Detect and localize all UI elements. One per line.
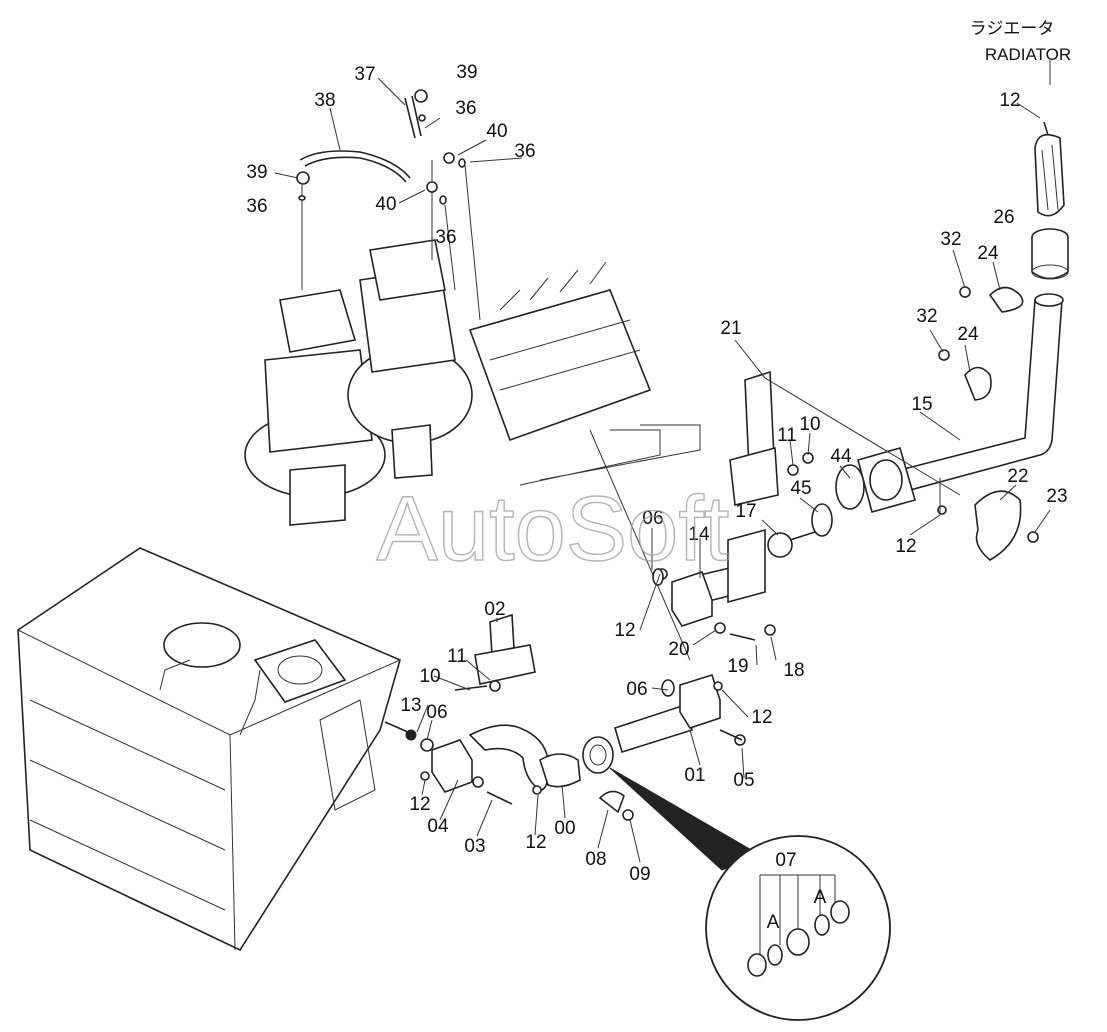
tube-01	[614, 673, 721, 754]
callout-44: 44	[830, 446, 852, 467]
fasteners	[296, 89, 1039, 821]
clamp-08	[598, 790, 625, 814]
callout-32: 32	[916, 306, 937, 327]
callout-12: 12	[751, 707, 772, 728]
callout-23: 23	[1046, 486, 1067, 507]
callout-03: 03	[464, 836, 485, 857]
radiator-hose	[1034, 121, 1065, 217]
detail-mark-a-left: A	[767, 912, 780, 933]
callout-36: 36	[514, 141, 535, 162]
callout-10: 10	[419, 666, 440, 687]
detail-view-07	[705, 835, 891, 1021]
callout-00: 00	[554, 818, 575, 839]
callout-24: 24	[977, 243, 999, 264]
callout-21: 21	[720, 318, 741, 339]
callout-02: 02	[484, 599, 505, 620]
hoses-37-38	[299, 95, 701, 661]
callout-20: 20	[668, 639, 689, 660]
callout-12: 12	[409, 794, 430, 815]
pipe-00	[468, 724, 581, 791]
leader-lines	[274, 60, 1051, 863]
block-04	[431, 739, 473, 793]
callout-40: 40	[375, 194, 396, 215]
watermark: AutoSoft	[377, 478, 730, 580]
radiator-label-en: RADIATOR	[985, 45, 1071, 64]
detail-label-07: 07	[775, 850, 796, 871]
detail-mark-a-right: A	[814, 887, 827, 908]
callout-39: 39	[246, 162, 267, 183]
callout-04: 04	[427, 816, 449, 837]
pipe-14	[671, 528, 766, 627]
callout-19: 19	[727, 656, 748, 677]
bracket-02	[474, 613, 536, 685]
clamp-24b	[964, 366, 992, 401]
callout-08: 08	[585, 849, 606, 870]
callout-36: 36	[455, 98, 476, 119]
swing-motor-right	[347, 239, 473, 479]
callout-22: 22	[1007, 466, 1028, 487]
clamp-24a	[988, 286, 1024, 313]
bracket-21	[729, 370, 779, 506]
gaskets-44-45	[811, 464, 865, 537]
callout-01: 01	[684, 765, 705, 786]
callout-06: 06	[426, 702, 447, 723]
callout-36: 36	[246, 196, 267, 217]
tube-15	[898, 293, 1064, 491]
callout-38: 38	[314, 90, 335, 111]
radiator-label-jp: ラジエータ	[970, 19, 1055, 38]
callout-24: 24	[957, 324, 979, 345]
hose-coupling-07	[582, 736, 614, 774]
callout-12: 12	[525, 832, 546, 853]
callout-06: 06	[626, 679, 647, 700]
control-valve	[468, 261, 652, 442]
callout-18: 18	[783, 660, 804, 681]
clamp-22	[974, 490, 1022, 561]
callout-11: 11	[777, 425, 797, 446]
callout-26: 26	[993, 207, 1014, 228]
callout-06: 06	[642, 508, 663, 529]
swing-motor-left	[244, 289, 386, 526]
callout-15: 15	[911, 394, 932, 415]
sensor-17	[767, 531, 816, 558]
hydraulic-tank	[17, 547, 401, 952]
callout-labels: 37 39 38 36 40 36 39 36 40 36 12 26 32 2…	[246, 62, 1067, 885]
callout-10: 10	[799, 414, 820, 435]
callout-40: 40	[486, 121, 507, 142]
callout-05: 05	[733, 770, 754, 791]
callout-17: 17	[735, 501, 756, 522]
callout-37: 37	[354, 64, 375, 85]
callout-32: 32	[940, 229, 961, 250]
callout-12: 12	[895, 536, 916, 557]
hose-coupling-26	[1031, 228, 1069, 280]
callout-36: 36	[435, 227, 456, 248]
callout-09: 09	[629, 864, 650, 885]
callout-14: 14	[688, 524, 710, 545]
flange-bracket	[857, 447, 916, 513]
callout-11: 11	[447, 646, 467, 667]
callout-12: 12	[614, 620, 635, 641]
callout-13: 13	[400, 695, 421, 716]
callout-45: 45	[790, 478, 811, 499]
callout-12: 12	[999, 90, 1020, 111]
callout-39: 39	[456, 62, 477, 83]
